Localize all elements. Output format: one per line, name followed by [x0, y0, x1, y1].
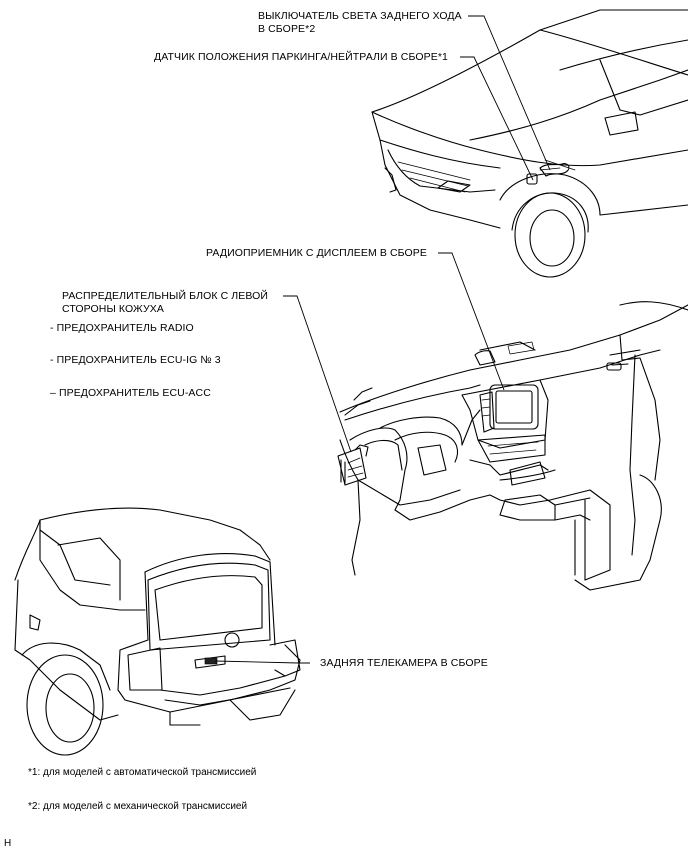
junction-block-label-line2: СТОРОНЫ КОЖУХА	[62, 303, 165, 315]
instrument-panel-drawing	[337, 301, 688, 591]
leader-lines	[214, 15, 551, 664]
footnote-1: *1: для моделей с автоматической трансми…	[28, 767, 257, 778]
reverse-switch-label-line1: ВЫКЛЮЧАТЕЛЬ СВЕТА ЗАДНЕГО ХОДА	[258, 10, 462, 22]
radio-display-label: РАДИОПРИЕМНИК С ДИСПЛЕЕМ В СБОРЕ	[206, 247, 427, 259]
park-neutral-sensor-label: ДАТЧИК ПОЛОЖЕНИЯ ПАРКИНГА/НЕЙТРАЛИ В СБО…	[154, 51, 448, 63]
fuse-radio-label: - ПРЕДОХРАНИТЕЛЬ RADIO	[50, 322, 194, 334]
junction-block-label: РАСПРЕДЕЛИТЕЛЬНЫЙ БЛОК С ЛЕВОЙ СТОРОНЫ К…	[62, 290, 268, 316]
reverse-switch-label: ВЫКЛЮЧАТЕЛЬ СВЕТА ЗАДНЕГО ХОДА В СБОРЕ*2	[258, 10, 462, 36]
fuse-ecu-ig3-label: - ПРЕДОХРАНИТЕЛЬ ECU-IG № 3	[50, 354, 221, 366]
front-vehicle-drawing	[371, 9, 688, 278]
corner-mark: H	[4, 838, 12, 849]
fuse-ecu-acc-label: – ПРЕДОХРАНИТЕЛЬ ECU-ACC	[50, 387, 211, 399]
reverse-switch-label-line2: В СБОРЕ*2	[258, 23, 316, 35]
footnote-2: *2: для моделей с механической трансмисс…	[28, 801, 248, 812]
rear-vehicle-drawing	[14, 507, 301, 756]
junction-block-label-line1: РАСПРЕДЕЛИТЕЛЬНЫЙ БЛОК С ЛЕВОЙ	[62, 290, 269, 302]
rear-camera-label: ЗАДНЯЯ ТЕЛЕКАМЕРА В СБОРЕ	[320, 657, 488, 669]
